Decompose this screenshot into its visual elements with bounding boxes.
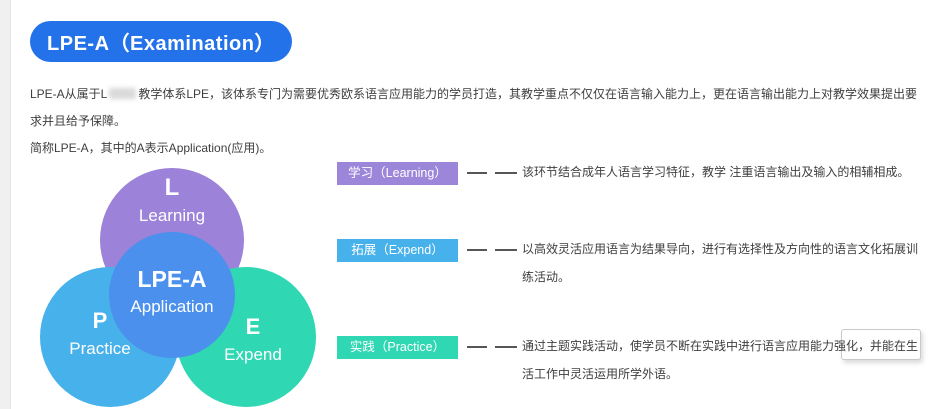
venn-diagram: L Learning P Practice E Expend LPE-A App… [30, 160, 322, 409]
page-left-gutter [0, 0, 11, 409]
practice-word: Practice [69, 339, 131, 358]
practice-letter: P [92, 308, 108, 333]
dash-line [467, 172, 487, 174]
center-circle [109, 232, 235, 358]
feature-item-practice: 实践（Practice） 通过主题实践活动，使学员不断在实践中进行语言应用能力强… [337, 332, 923, 388]
dash-line [495, 346, 517, 348]
dash-connector [462, 249, 522, 251]
expend-letter: E [245, 314, 261, 339]
feature-item-learning: 学习（Learning） 该环节结合成年人语言学习特征，教学 注重语言输出及输入… [337, 158, 923, 186]
practice-badge: 实践（Practice） [337, 336, 458, 359]
learning-word: Learning [138, 206, 206, 225]
empty-popup-box [841, 329, 921, 360]
center-letter: LPE-A [137, 266, 207, 292]
feature-item-expend: 拓展（Expend） 以高效灵活应用语言为结果导向，进行有选择性及方向性的语言文… [337, 235, 923, 291]
expend-badge: 拓展（Expend） [337, 239, 458, 262]
dash-line [467, 249, 487, 251]
dash-connector [462, 346, 522, 348]
section-title: LPE-A（Examination） [47, 33, 275, 55]
dash-line [495, 249, 517, 251]
section-title-pill: LPE-A（Examination） [30, 21, 292, 62]
intro-line-2: 简称LPE-A，其中的A表示Application(应用)。 [30, 141, 272, 155]
expend-word: Expend [224, 345, 282, 364]
center-label-group: LPE-A Application [109, 265, 235, 319]
practice-label-group: P Practice [45, 305, 155, 361]
expend-description: 以高效灵活应用语言为结果导向，进行有选择性及方向性的语言文化拓展训练活动。 [522, 242, 919, 284]
expend-label-group: E Expend [198, 311, 308, 367]
learning-label-group: L Learning [100, 173, 244, 228]
dash-line [495, 172, 517, 174]
dash-line [467, 346, 487, 348]
practice-description: 通过主题实践活动，使学员不断在实践中进行语言应用能力强化，并能在生活工作中灵活运… [522, 339, 919, 381]
learning-description: 该环节结合成年人语言学习特征，教学 注重语言输出及输入的相辅相成。 [522, 165, 910, 179]
learning-letter: L [164, 174, 180, 201]
center-word: Application [130, 297, 214, 316]
intro-line-1-prefix: LPE-A从属于L [30, 87, 108, 101]
learning-badge: 学习（Learning） [337, 162, 458, 185]
intro-line-1-suffix: 教学体系LPE，该体系专门为需要优秀欧系语言应用能力的学员打造，其教学重点不仅仅… [30, 87, 918, 128]
dash-connector [462, 172, 522, 174]
redacted-text-blur [109, 88, 137, 99]
